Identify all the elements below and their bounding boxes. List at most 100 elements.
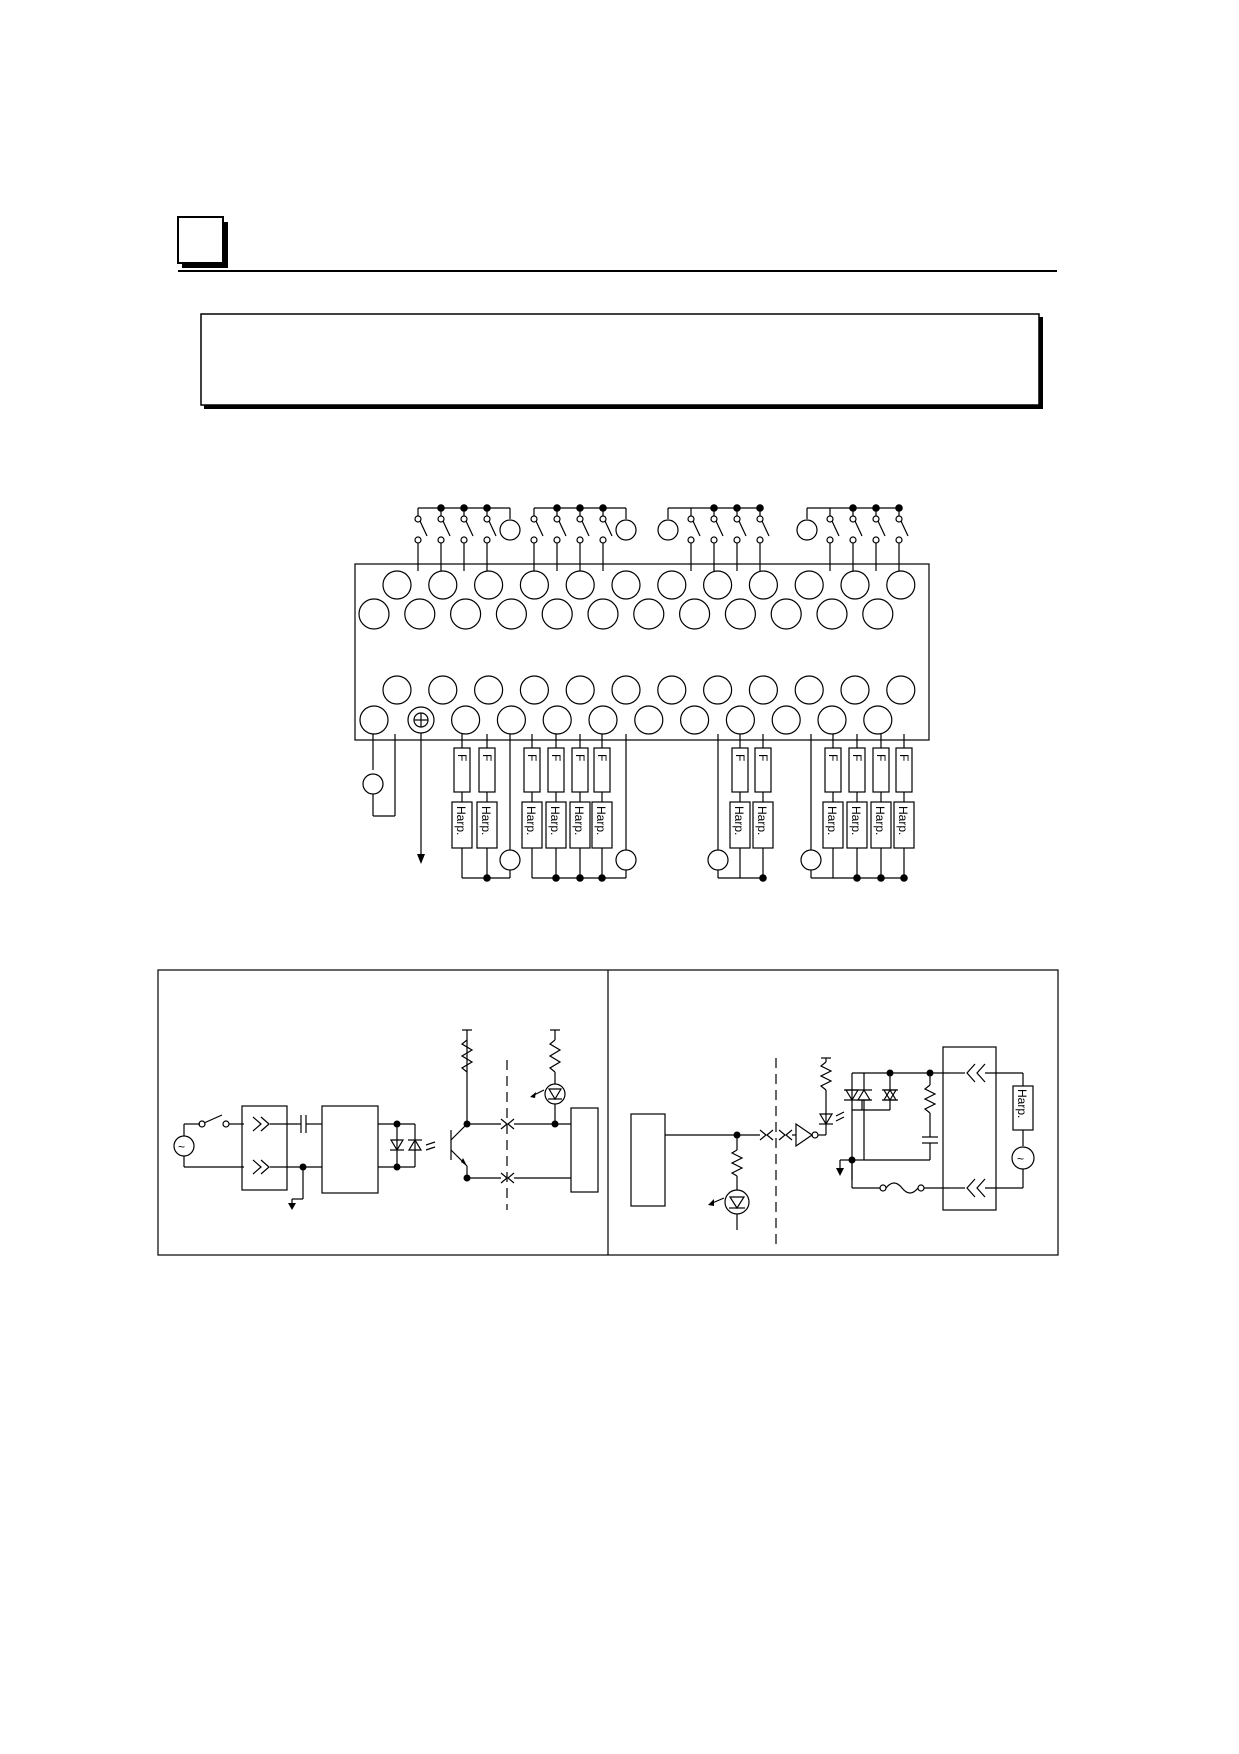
terminal-screw: [588, 705, 618, 735]
terminal-screw: [542, 705, 572, 735]
capacitor-icon: [297, 1115, 322, 1133]
common-lamp-icon: [615, 849, 637, 871]
terminal-screw: [702, 570, 733, 600]
terminal-screw: [519, 570, 550, 600]
section-header: [177, 216, 1057, 272]
input-switch-group: [530, 504, 637, 571]
svg-text:~: ~: [178, 1140, 185, 1154]
terminal-screw: [862, 598, 894, 630]
terminal-screw: [451, 705, 481, 735]
indicator-led-icon: [530, 1083, 566, 1105]
input-circuit-detail: ~: [173, 1029, 599, 1210]
output-connector-block: [942, 1046, 997, 1211]
rectifier-block: [321, 1105, 379, 1194]
common-lamp-icon: [499, 519, 521, 541]
terminal-screw: [382, 570, 412, 600]
fuse-label: F: [525, 754, 539, 761]
terminal-screw: [611, 675, 641, 705]
terminal-row-bottom-a: [382, 675, 916, 705]
fuse-label: F: [826, 754, 840, 761]
common-lamp-icon: [499, 849, 521, 871]
fuse-label: F: [897, 754, 911, 761]
terminal-screw: [474, 675, 504, 705]
input-switch-icon: [198, 1114, 230, 1128]
optocoupler-led-icon: [407, 1138, 436, 1151]
output-load-group: F Harp. F Harp.: [707, 734, 774, 882]
terminal-screw: [840, 675, 870, 705]
fuse-label: F: [573, 754, 587, 761]
terminal-screw: [863, 705, 893, 735]
terminal-screw: [794, 570, 824, 600]
zener-diode-icon: [389, 1139, 405, 1152]
terminal-screw: [634, 705, 664, 735]
terminal-screw: [678, 598, 711, 630]
terminal-screw: [496, 705, 526, 735]
terminal-screw: [657, 675, 687, 705]
terminal-screw: [565, 675, 595, 705]
terminal-screw: [428, 675, 458, 705]
terminal-screw: [359, 705, 389, 735]
load-label: Harp.: [755, 806, 769, 835]
terminal-screw: [657, 570, 687, 600]
load-label: Harp.: [454, 806, 468, 835]
input-switch-group: [657, 504, 770, 571]
ac-source-icon: ~: [173, 1135, 195, 1157]
triac-icon: [844, 1088, 872, 1110]
phototransistor-icon: [450, 1123, 468, 1167]
fuse-label: F: [874, 754, 888, 761]
terminal-screw: [840, 570, 870, 600]
terminal-screw: [587, 598, 619, 630]
load-label: Harp.: [732, 806, 746, 835]
output-load-groups: F Harp. F Harp. F Harp. F Harp. F Harp. F Harp. F Har…: [451, 734, 915, 882]
load-label: Harp.: [479, 806, 493, 835]
input-switch-group: [414, 504, 521, 571]
ac-source-icon: ~: [1011, 1146, 1035, 1170]
logic-block: [570, 1107, 599, 1193]
fuse-label: F: [595, 754, 609, 761]
output-circuit-detail: Harp. ~: [630, 1046, 1035, 1250]
terminal-screw: [495, 598, 527, 630]
load-label: Harp.: [548, 806, 562, 835]
load-label: Harp.: [873, 806, 887, 835]
input-switch-groups: [414, 504, 909, 571]
fuse-label: F: [756, 754, 770, 761]
terminal-screw: [748, 675, 779, 705]
terminal-screw: [770, 598, 802, 630]
buffer-icon: [795, 1122, 819, 1148]
terminal-block-diagram: F Harp. F Harp. F Harp. F Harp. F Harp. F Harp. F Har…: [354, 504, 930, 882]
load-label: Harp.: [524, 806, 538, 835]
terminal-screw: [725, 705, 756, 735]
terminal-screw: [474, 570, 504, 600]
input-switch-group: [796, 504, 909, 571]
terminal-screw: [565, 570, 595, 600]
terminal-screw: [358, 598, 390, 630]
terminal-screw: [633, 598, 665, 630]
load-label: Harp.: [896, 806, 910, 835]
terminal-module-body: [354, 563, 930, 741]
fuse-label: F: [549, 754, 563, 761]
fuse-icon: [885, 1182, 919, 1194]
terminal-screw: [679, 705, 710, 735]
terminal-screw: [794, 675, 824, 705]
common-lamp-icon: [657, 519, 679, 541]
terminal-row-bottom-b: [359, 705, 893, 735]
indicator-led-icon: [708, 1189, 750, 1215]
terminal-screw: [886, 570, 916, 600]
terminal-row-top-a: [382, 570, 916, 600]
load-label: Harp.: [572, 806, 586, 835]
terminal-screw: [382, 675, 412, 705]
terminal-screw: [886, 675, 916, 705]
svg-text:~: ~: [1017, 1152, 1024, 1166]
fuse-label: F: [850, 754, 864, 761]
terminal-screw: [816, 598, 848, 630]
load-label: Harp.: [825, 806, 839, 835]
fuse-label: F: [455, 754, 469, 761]
terminal-screw: [817, 705, 847, 735]
terminal-screw: [724, 598, 757, 630]
common-lamp-icon: [796, 519, 818, 541]
resistor-icon: [460, 1039, 474, 1073]
fuse-label: F: [733, 754, 747, 761]
common-lamp-icon: [615, 519, 637, 541]
